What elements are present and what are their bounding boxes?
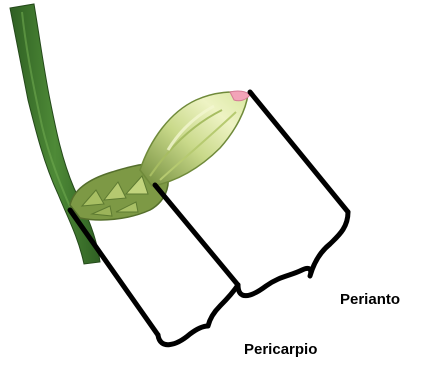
pericarpio-brace [158, 285, 238, 345]
perianto-brace [238, 212, 348, 296]
perianth [140, 91, 250, 186]
perianto-label: Perianto [340, 291, 400, 308]
perianto-bracket-base-line [155, 185, 238, 285]
perianto-bracket-tip-line [250, 92, 348, 212]
pericarpio-bracket-base-line [70, 210, 158, 335]
pericarpio-bracket [70, 210, 238, 345]
stem [10, 4, 100, 264]
pericarpio-label: Pericarpio [244, 341, 317, 358]
